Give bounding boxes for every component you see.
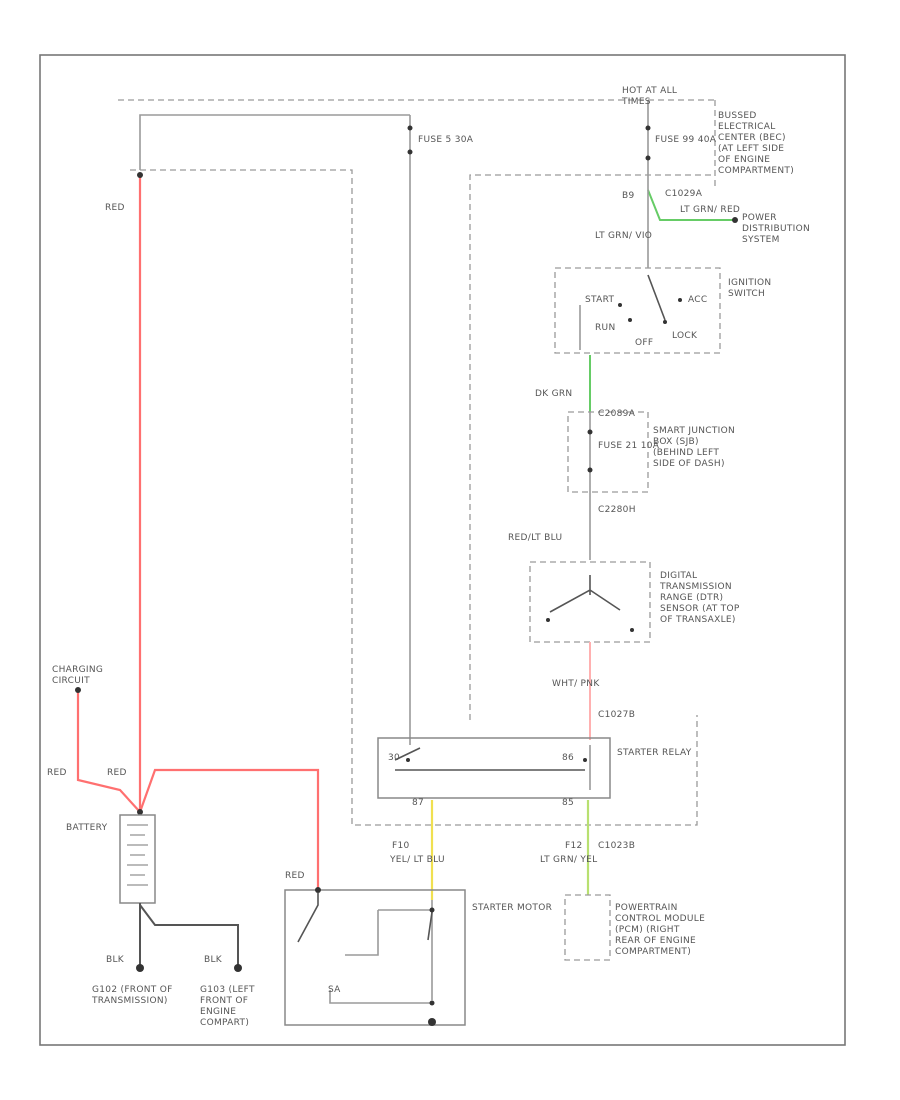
fuse99-label: FUSE 99 40A	[655, 135, 717, 145]
c1027b-label: C1027B	[598, 710, 635, 720]
charging-circuit-terminal	[75, 687, 81, 693]
lt-grn-vio-label: LT GRN/ VIO	[595, 231, 652, 241]
pin-f10-label: F10	[392, 841, 410, 851]
ignition-lock-contact	[663, 320, 667, 324]
battery-symbol	[119, 814, 156, 904]
red-starter-wire	[138, 768, 320, 890]
lt-grn-red-label: LT GRN/ RED	[680, 205, 740, 215]
sjb-box	[567, 411, 649, 493]
ignition-lock-label: LOCK	[672, 331, 698, 341]
relay-pin-30-label: 30	[388, 753, 400, 763]
wht-pnk-label: WHT/ PNK	[552, 679, 600, 689]
relay-pin-86-dot	[583, 758, 587, 762]
red-wire-junction	[137, 809, 143, 815]
relay-pin-86-label: 86	[562, 753, 574, 763]
starter-motor-terminal-left	[315, 887, 321, 893]
relay-pin-85-label: 85	[562, 798, 574, 808]
ignition-acc-label: ACC	[688, 295, 707, 305]
starter-relay-switch	[394, 747, 585, 771]
battery-cells	[127, 824, 148, 886]
ground-g102-icon	[136, 964, 144, 972]
pin-sa-label: SA	[328, 985, 341, 995]
red-charging-wire	[76, 690, 141, 813]
right-dashed-enclosure	[469, 174, 715, 720]
fuse5-terminal-bottom	[407, 149, 413, 155]
c2280h-label: C2280H	[598, 505, 636, 515]
fuse21-terminal-top	[587, 429, 593, 435]
diagram-frame	[39, 54, 846, 1046]
red-label-charging: RED	[47, 768, 67, 778]
blk-label-2: BLK	[204, 955, 223, 965]
ground-wire-g103	[139, 904, 239, 970]
pin-f12-label: F12	[565, 841, 583, 851]
ignition-run-label: RUN	[595, 323, 615, 333]
starter-motor-box	[284, 889, 466, 1026]
pin-b9-label: B9	[622, 191, 635, 201]
ignition-switch-contact	[647, 274, 666, 321]
power-distribution-terminal	[732, 217, 738, 223]
yel-lt-blu-label: YEL/ LT BLU	[389, 855, 445, 865]
fuse5-terminal-top	[407, 125, 413, 131]
red-lt-blu-label: RED/LT BLU	[508, 533, 562, 543]
relay-pin-30-dot	[406, 758, 410, 762]
ignition-start-label: START	[585, 295, 614, 305]
battery-label: BATTERY	[66, 823, 108, 833]
fuse99-terminal-bottom	[645, 155, 651, 161]
blk-label-1: BLK	[106, 955, 125, 965]
starter-motor-switch	[297, 893, 319, 943]
ignition-start-contact	[618, 303, 622, 307]
relay-pin-87-label: 87	[412, 798, 424, 808]
starter-relay-label: STARTER RELAY	[617, 748, 692, 758]
ignition-switch-box	[554, 267, 721, 354]
ground-g103-icon	[234, 964, 242, 972]
dtr-contact-2	[630, 628, 634, 632]
pcm-box	[564, 894, 611, 961]
lt-grn-yel-label: LT GRN/ YEL	[540, 855, 598, 865]
fuse5-label: FUSE 5 30A	[418, 135, 474, 145]
c2089a-label: C2089A	[598, 409, 636, 419]
red-label-middle: RED	[107, 768, 127, 778]
ignition-acc-contact	[678, 298, 682, 302]
starter-motor-ground-icon	[428, 1018, 436, 1026]
red-label-top: RED	[105, 203, 125, 213]
red-label-starter: RED	[285, 871, 305, 881]
starter-motor-label: STARTER MOTOR	[472, 903, 552, 913]
fuse21-terminal-bottom	[587, 467, 593, 473]
starter-motor-solenoid	[329, 900, 433, 1004]
ignition-run-contact	[628, 318, 632, 322]
left-dashed-enclosure	[130, 169, 698, 826]
starter-relay-box	[377, 737, 611, 799]
ignition-off-label: OFF	[635, 338, 653, 348]
c1023b-label: C1023B	[598, 841, 635, 851]
starter-motor-terminal-top	[429, 907, 435, 913]
dtr-contact-1	[546, 618, 550, 622]
bus-feed-wire	[139, 114, 410, 170]
starter-motor-terminal-bottom	[429, 1000, 435, 1006]
dtr-switch-contact	[549, 575, 621, 613]
starter-motor-contact	[427, 911, 433, 941]
c1029a-label: C1029A	[665, 189, 703, 199]
lt-grn-red-wire	[647, 189, 735, 221]
fuse99-terminal-top	[645, 125, 651, 131]
red-wire-terminal-top	[137, 172, 143, 178]
fuse21-label: FUSE 21 10A	[598, 441, 660, 451]
dk-grn-label: DK GRN	[535, 389, 572, 399]
